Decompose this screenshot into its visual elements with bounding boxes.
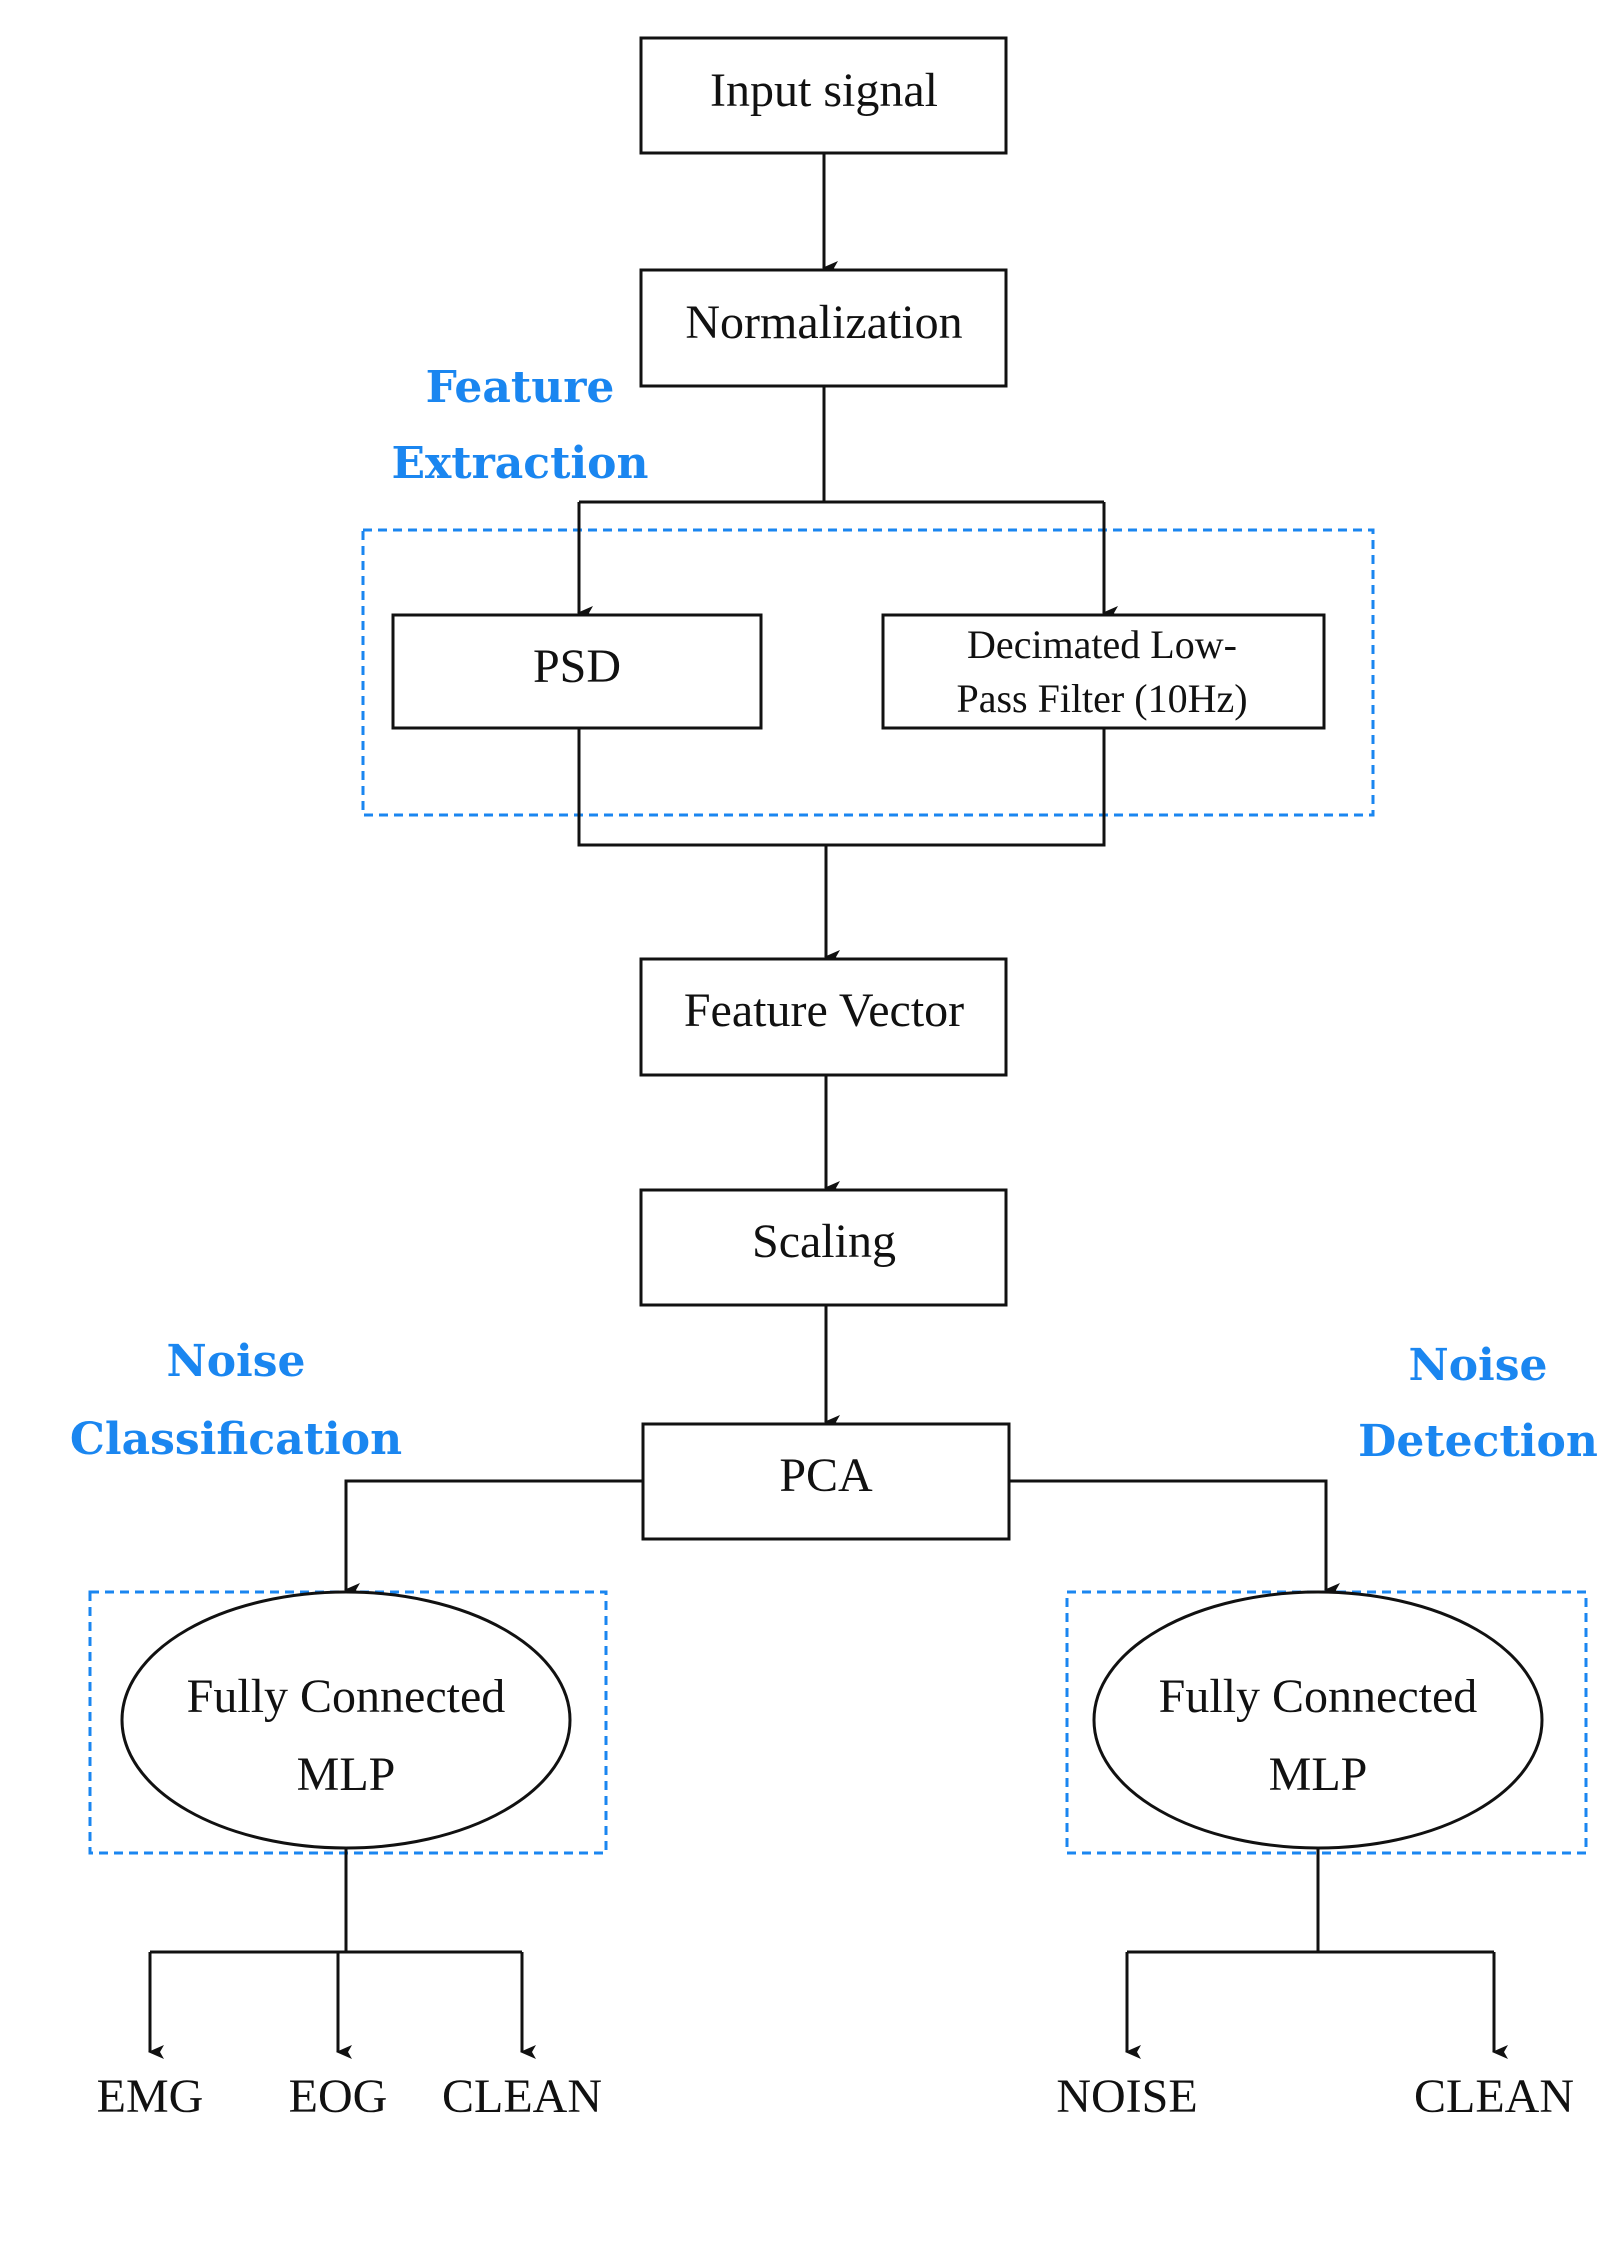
edge-psd-merge [577,728,1106,847]
node-decimated-low-pass-filter: Decimated Low- Pass Filter (10Hz) [881,613,1326,730]
node-psd: PSD [391,613,763,730]
feature-extraction-label-line2: Extraction [392,438,649,489]
node-mlp-classification-line1: Fully Connected [187,1670,506,1723]
feature-extraction-label-line1: Feature [426,362,615,413]
node-mlp-classification: Fully Connected MLP [120,1590,572,1850]
node-scaling-label: Scaling [752,1215,896,1268]
node-pca: PCA [641,1422,1011,1541]
node-dlpf-label-line2: Pass Filter (10Hz) [956,676,1247,721]
output-noise: NOISE [1056,2070,1197,2123]
noise-classification-label-line1: Noise [166,1336,305,1387]
edge-pca-detection [1009,1479,1340,1597]
output-eog: EOG [289,2070,388,2123]
node-mlp-detection: Fully Connected MLP [1092,1590,1544,1850]
output-emg: EMG [97,2070,204,2123]
node-normalization: Normalization [639,268,1008,388]
noise-detection-label-line2: Detection [1358,1416,1598,1467]
node-feature-vector-label: Feature Vector [684,984,964,1037]
node-input-signal-label: Input signal [710,64,938,117]
node-dlpf-label-line1: Decimated Low- [967,622,1237,667]
noise-classification-label-line2: Classification [70,1414,402,1465]
node-mlp-detection-line2: MLP [1269,1748,1368,1801]
node-input-signal: Input signal [639,36,1008,155]
node-scaling: Scaling [639,1188,1008,1307]
node-feature-vector: Feature Vector [639,957,1008,1077]
node-mlp-classification-line2: MLP [297,1748,396,1801]
noise-detection-label-line1: Noise [1408,1340,1547,1391]
edge-pca-classification [344,1479,643,1597]
output-clean-classification: CLEAN [442,2070,602,2123]
node-normalization-label: Normalization [685,296,962,349]
output-clean-detection: CLEAN [1414,2070,1574,2123]
node-psd-label: PSD [533,640,621,693]
node-mlp-detection-line1: Fully Connected [1159,1670,1478,1723]
feature-extraction-group [361,528,1375,817]
node-pca-label: PCA [779,1449,873,1502]
